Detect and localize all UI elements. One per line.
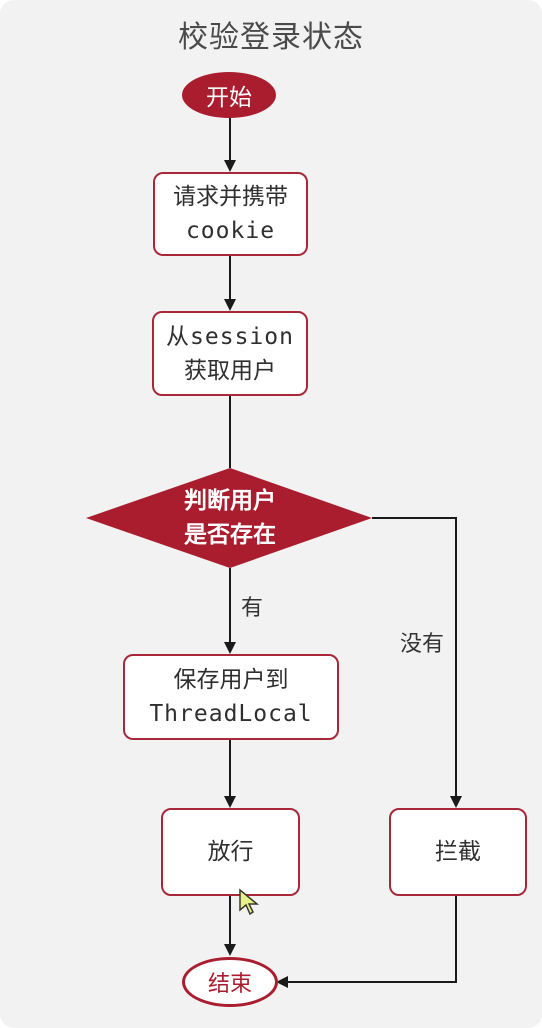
edge-intercept-end xyxy=(276,896,457,988)
edge-label-no: 没有 xyxy=(400,632,445,657)
decision-diamond xyxy=(86,468,372,568)
end-label: 结束 xyxy=(207,972,252,997)
save-line1: 保存用户到 xyxy=(173,667,289,693)
allow-node: 放行 xyxy=(161,808,300,896)
start-node: 开始 xyxy=(182,72,276,118)
request-line1: 请求并携带 xyxy=(173,184,288,210)
end-node: 结束 xyxy=(182,957,278,1007)
start-label: 开始 xyxy=(206,85,252,111)
save-line2: ThreadLocal xyxy=(149,701,313,727)
decision-line1: 判断用户 xyxy=(184,488,276,514)
intercept-label: 拦截 xyxy=(435,839,481,865)
request-cookie-node: 请求并携带 cookie xyxy=(153,172,308,256)
mouse-cursor-icon xyxy=(239,888,260,916)
session-line2: 获取用户 xyxy=(184,357,276,384)
diagram-title: 校验登录状态 xyxy=(178,20,364,55)
request-line2: cookie xyxy=(185,218,276,244)
edge-label-yes: 有 xyxy=(241,596,264,621)
decision-line2: 是否存在 xyxy=(184,522,276,548)
allow-label: 放行 xyxy=(207,839,254,865)
decision-label: 判断用户 是否存在 xyxy=(150,484,310,552)
intercept-node: 拦截 xyxy=(389,808,527,896)
edge-decision-intercept xyxy=(372,517,462,808)
session-user-node: 从session 获取用户 xyxy=(152,311,308,396)
save-threadlocal-node: 保存用户到 ThreadLocal xyxy=(123,654,339,740)
session-line1: 从session xyxy=(166,323,294,350)
